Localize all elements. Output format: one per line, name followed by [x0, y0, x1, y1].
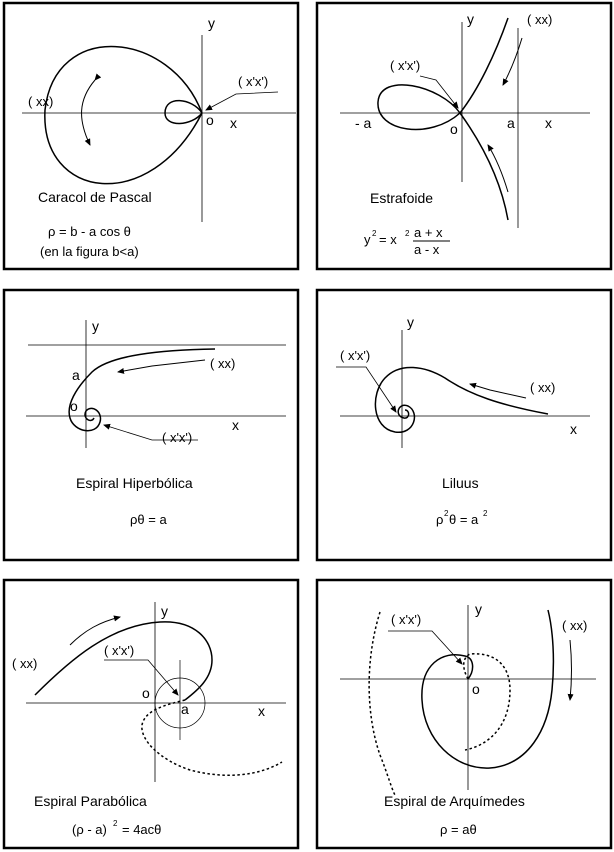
pointer-line [388, 630, 463, 665]
label-a: a [507, 115, 515, 131]
label-xpx: ( x'x') [238, 74, 268, 89]
curve-title: Espiral Parabólica [34, 793, 147, 809]
label-xx: ( xx) [210, 356, 235, 371]
panel-frame [2, 288, 300, 562]
strophoid-loop [377, 84, 461, 131]
direction-arrow [469, 382, 527, 399]
formula-rho: ρ [436, 512, 443, 527]
curve-title: Caracol de Pascal [38, 189, 152, 205]
panel-hiperbolica: y x o a ( xx) ( x'x') Espiral Hiperbólic… [2, 288, 300, 562]
label-xx: ( xx) [527, 12, 552, 27]
formula-eq: = x [379, 232, 397, 247]
label-y: y [467, 11, 474, 27]
label-o: o [206, 112, 214, 128]
direction-arrow [567, 639, 574, 701]
panel-frame [2, 1, 300, 271]
pointer-line [336, 366, 397, 413]
label-xx: ( xx) [530, 380, 555, 395]
label-xx: ( xx) [562, 618, 587, 633]
label-o: o [142, 685, 150, 701]
formula-mid: θ = a [449, 512, 479, 527]
formula-sup2: 2 [483, 509, 488, 518]
formula-lhs: y [364, 232, 371, 247]
panel-parabolica: y x o a ( xx) ( x'x') Espiral Parabólica… [2, 578, 300, 850]
direction-arrow-upper [502, 37, 523, 86]
label-xx: ( xx) [28, 94, 53, 109]
pointer-line [104, 659, 179, 696]
formula-sup1: 2 [372, 229, 377, 238]
limacon-outer-loop [44, 45, 203, 185]
panel-frame [315, 578, 613, 850]
label-y: y [92, 318, 99, 334]
label-x: x [570, 421, 577, 437]
parabolic-spiral-solid [34, 621, 213, 701]
pointer-line [419, 75, 459, 109]
panel-frame [2, 578, 300, 850]
label-a: a [72, 367, 80, 383]
label-y: y [208, 15, 215, 31]
curve-title: Liluus [442, 475, 479, 491]
panel-estrafoide: y x o a - a ( xx) ( x'x') Estrafoide y 2… [315, 1, 613, 271]
label-neg-a: - a [355, 115, 372, 131]
formula-numerator: a + x [414, 225, 443, 240]
label-xpx: ( x'x') [104, 643, 134, 658]
curve-title: Espiral Hiperbólica [76, 475, 193, 491]
label-xx: ( xx) [12, 656, 37, 671]
hyperbolic-spiral [68, 348, 216, 432]
formula-rhs: = 4acθ [122, 822, 161, 837]
direction-arrow [69, 615, 121, 646]
strophoid-upper-branch [459, 17, 509, 114]
direction-arrow [117, 359, 206, 374]
formula: ρ = aθ [440, 822, 477, 837]
label-y: y [475, 601, 482, 617]
label-y: y [407, 314, 414, 330]
archimedes-spiral-dotted-outer [368, 611, 396, 796]
formula-sup: 2 [113, 819, 118, 828]
label-xpx: ( x'x') [340, 348, 370, 363]
label-xpx: ( x'x') [390, 58, 420, 73]
label-a: a [181, 701, 189, 717]
panel-frame [315, 1, 613, 271]
formula: ρθ = a [130, 512, 167, 527]
parabolic-spiral-dotted [141, 699, 283, 776]
formula-lhs: (ρ - a) [72, 822, 107, 837]
formula-sup1: 2 [444, 509, 449, 518]
label-y: y [161, 603, 168, 619]
formula-line1: ρ = b - a cos θ [48, 224, 131, 239]
limacon-inner-loop [164, 99, 203, 125]
panel-liluus: y x ( xx) ( x'x') Liluus ρ 2 θ = a 2 [315, 288, 613, 562]
strophoid-lower-branch [459, 112, 509, 221]
archimedes-spiral-dotted-inner [463, 653, 511, 751]
pointer-line [103, 423, 198, 441]
curve-title: Espiral de Arquímedes [384, 793, 525, 809]
formula-line2: (en la figura b<a) [40, 244, 139, 259]
marker-circle [154, 677, 206, 729]
panel-frame [315, 288, 613, 562]
label-x: x [230, 115, 237, 131]
label-xpx: ( x'x') [391, 612, 421, 627]
pointer-line [205, 91, 279, 111]
panel-arquimedes: y o ( xx) ( x'x') Espiral de Arquímedes … [315, 578, 613, 850]
direction-arrow-lower [487, 144, 509, 193]
curve-title: Estrafoide [370, 190, 433, 206]
formula-denominator: a - x [414, 242, 440, 257]
label-o: o [472, 681, 480, 697]
label-x: x [258, 703, 265, 719]
label-x: x [232, 417, 239, 433]
direction-arrow [81, 73, 102, 146]
label-o: o [70, 398, 78, 414]
label-xpx: ( x'x') [162, 430, 192, 445]
label-o: o [450, 121, 458, 137]
lituus-spiral [374, 366, 549, 433]
label-x: x [545, 115, 552, 131]
panel-caracol: y x o ( xx) ( x'x') Caracol de Pascal ρ … [2, 1, 300, 271]
formula-sup2: 2 [405, 229, 410, 238]
archimedes-spiral-solid [421, 609, 555, 769]
